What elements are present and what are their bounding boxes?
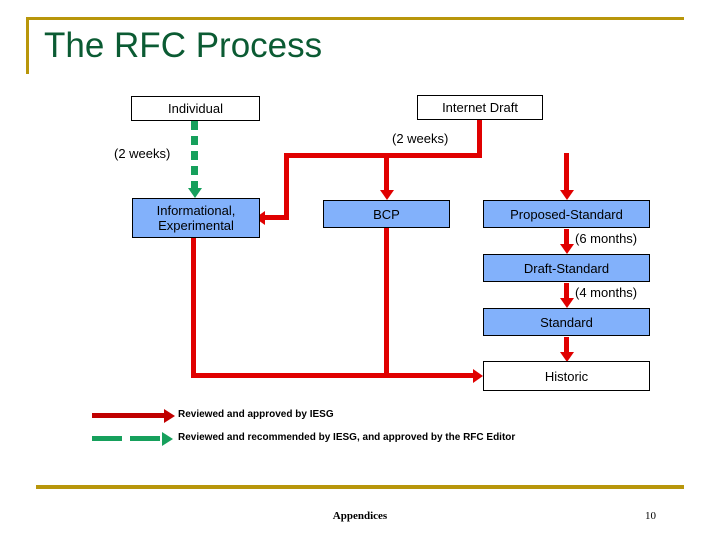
node-historic-label: Historic [544,368,589,384]
red-stem-internet-draft [477,120,482,158]
red-bus-horizontal [284,153,482,158]
red-proposed-to-draft [564,229,569,245]
node-draft-standard[interactable]: Draft-Standard [483,254,650,282]
page-title: The RFC Process [44,26,323,65]
red-arrowhead-historic-left [473,368,483,383]
red-branch-left-horizontal [265,215,289,220]
footer-page-number: 10 [645,510,656,522]
node-draft-standard-label: Draft-Standard [523,260,610,276]
red-arrowhead-draft-standard [559,244,574,254]
red-standard-to-historic [564,337,569,353]
duration-proposed-to-draft: (6 months) [575,231,638,246]
node-standard[interactable]: Standard [483,308,650,336]
red-arrowhead-informational [255,210,265,225]
node-standard-label: Standard [540,314,593,330]
legend-label-iesg-approved: Reviewed and approved by IESG [178,409,334,420]
green-dash-4 [191,166,198,175]
title-top-rule [26,17,684,20]
green-arrowhead-informational [187,188,202,198]
green-dash-1 [191,121,198,130]
red-branch-left-vertical [284,153,289,215]
node-informational-label-line1: Informational, [156,203,236,218]
node-internet-draft[interactable]: Internet Draft [417,95,543,120]
node-historic[interactable]: Historic [483,361,650,391]
legend-green-dash-1 [92,436,122,441]
node-proposed-standard[interactable]: Proposed-Standard [483,200,650,228]
footer-section-label: Appendices [332,510,388,522]
node-informational-label-line2: Experimental [158,218,234,233]
red-arrowhead-bcp [379,190,394,200]
legend-green-dash-2 [130,436,160,441]
node-individual[interactable]: Individual [131,96,260,121]
node-proposed-standard-label: Proposed-Standard [510,206,623,222]
red-informational-down [191,238,196,378]
red-arrowhead-standard [559,298,574,308]
legend-red-line [92,413,164,418]
green-dash-2 [191,136,198,145]
duration-draft-to-standard: (4 months) [575,285,638,300]
red-bcp-down [384,228,389,378]
green-dash-3 [191,151,198,160]
red-arrowhead-historic-top [559,352,574,362]
green-dash-5 [191,181,198,188]
node-individual-label: Individual [168,101,223,116]
red-bottom-horizontal [191,373,476,378]
legend-green-arrowhead [162,431,173,446]
node-informational-experimental[interactable]: Informational, Experimental [132,198,260,238]
legend-red-arrowhead [164,408,175,423]
title-left-rule [26,17,29,74]
node-internet-draft-label: Internet Draft [442,100,518,115]
footer-rule [36,485,684,489]
red-draft-to-standard [564,283,569,299]
red-branch-proposed-vertical [564,153,569,190]
legend-label-rfc-editor-approved: Reviewed and recommended by IESG, and ap… [178,432,516,443]
node-bcp[interactable]: BCP [323,200,450,228]
red-arrowhead-proposed [559,190,574,200]
duration-individual-to-informational: (2 weeks) [114,146,171,161]
node-bcp-label: BCP [373,206,400,222]
duration-internet-draft-fanout: (2 weeks) [392,131,449,146]
red-branch-bcp-vertical [384,153,389,190]
